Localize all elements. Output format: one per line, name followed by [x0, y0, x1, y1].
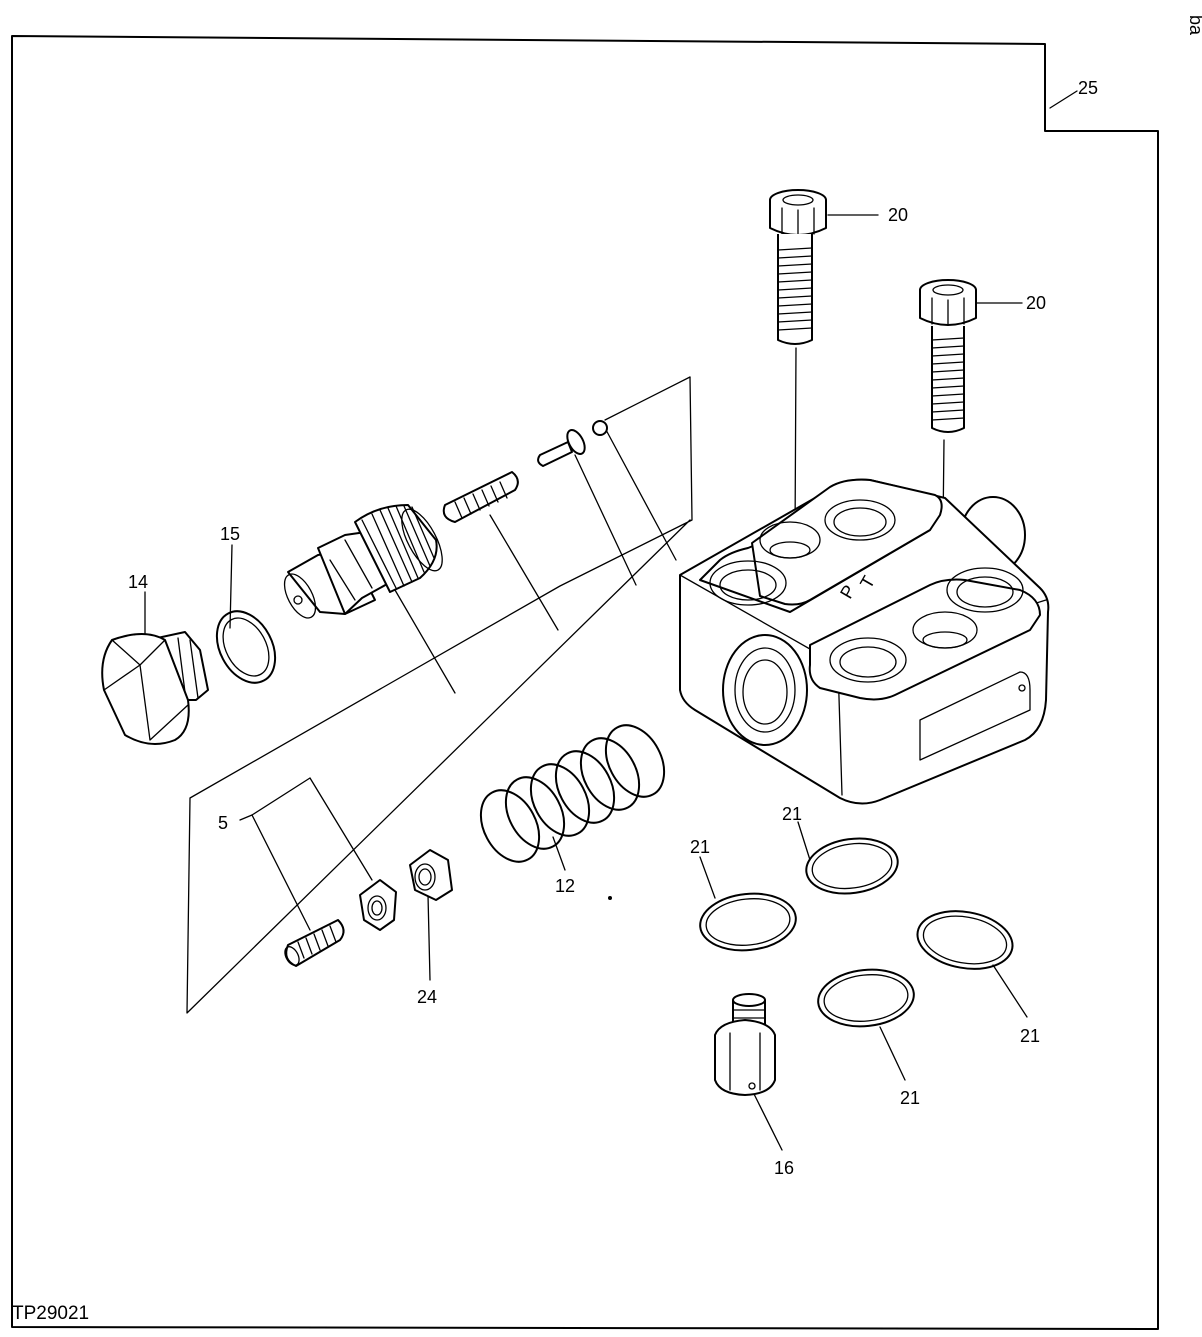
fitting-16 — [714, 993, 776, 1096]
callout-14: 14 — [128, 572, 148, 592]
check-ball — [592, 420, 608, 436]
callout-15: 15 — [220, 524, 240, 544]
callout-25: 25 — [1078, 78, 1098, 98]
o-rings-21 — [699, 837, 1014, 1028]
subassembly-bracket — [186, 376, 693, 1014]
callout-16: 16 — [774, 1158, 794, 1178]
cap-screw-lower — [919, 279, 977, 433]
assembly-boundary — [11, 35, 1159, 1330]
callout-5: 5 — [218, 813, 228, 833]
callout-21-top: 21 — [782, 804, 802, 824]
poppet — [537, 429, 586, 467]
callout-20-lower: 20 — [1026, 293, 1046, 313]
callout-24: 24 — [417, 987, 437, 1007]
figure-id: TP29021 — [12, 1303, 89, 1324]
callout-21-left: 21 — [690, 837, 710, 857]
corner-mark: ba — [1186, 15, 1202, 36]
leader-lines — [144, 90, 1078, 1151]
callout-20-upper: 20 — [888, 205, 908, 225]
stray-dot — [608, 896, 612, 900]
callout-21-bottom: 21 — [900, 1088, 920, 1108]
pilot-spring — [442, 471, 519, 523]
valve-housing: P T — [679, 478, 1050, 805]
relief-valve-cartridge — [283, 504, 443, 619]
callout-12: 12 — [555, 876, 575, 896]
cap-screw-upper — [769, 189, 827, 345]
callout-21-right: 21 — [1020, 1026, 1040, 1046]
lock-nut-group — [359, 879, 397, 931]
set-screw — [284, 919, 345, 967]
plug — [101, 631, 209, 745]
o-ring-15 — [215, 610, 277, 684]
lock-nut-24 — [409, 849, 453, 901]
main-spring — [479, 724, 666, 863]
